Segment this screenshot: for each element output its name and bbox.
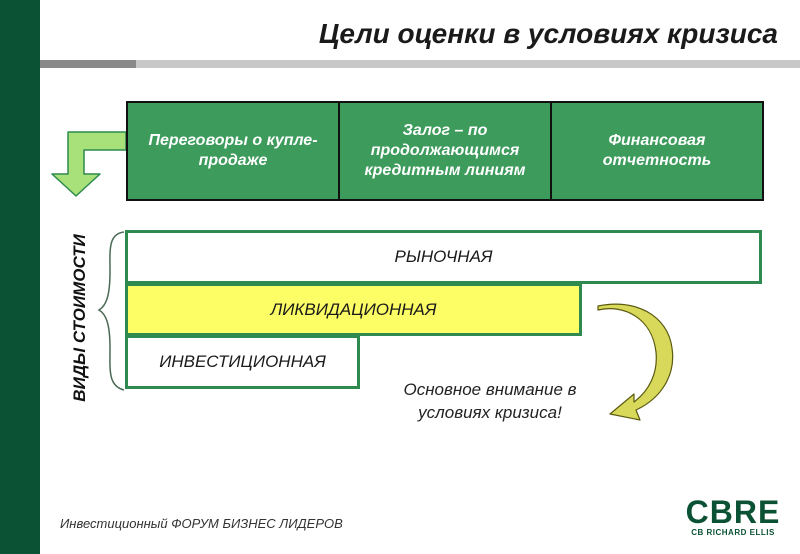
goal-collateral: Залог – по продолжающимся кредитным лини… [340,103,552,199]
goal-negotiations: Переговоры о купле-продаже [128,103,340,199]
logo-main-text: CBRE [685,494,781,530]
goal-financial-reporting: Финансовая отчетность [602,132,712,169]
crisis-note: Основное внимание в условиях кризиса! [403,380,577,422]
title-underline [40,60,800,68]
value-type-liquidation: ЛИКВИДАЦИОННАЯ [125,283,582,336]
goals-table: Переговоры о купле-продаже Залог – по пр… [126,101,764,201]
value-type-label: РЫНОЧНАЯ [394,247,493,266]
value-type-label: ЛИКВИДАЦИОННАЯ [270,299,437,319]
value-types-label: ВИДЫ СТОИМОСТИ [70,234,89,402]
value-type-label: ИНВЕСТИЦИОННАЯ [159,352,326,371]
curved-arrow-icon [597,303,674,421]
bent-arrow-down-icon [51,131,127,197]
company-logo: CBRE CB RICHARD ELLIS [685,496,781,537]
logo-sub-text: CB RICHARD ELLIS [691,528,775,537]
value-type-investment: ИНВЕСТИЦИОННАЯ [125,335,360,389]
page-title: Цели оценки в условиях кризиса [318,18,778,49]
left-brace [97,231,125,391]
sidebar-strip [0,0,40,554]
value-type-market: РЫНОЧНАЯ [125,230,762,284]
footer-text: Инвестиционный ФОРУМ БИЗНЕС ЛИДЕРОВ [60,516,343,531]
